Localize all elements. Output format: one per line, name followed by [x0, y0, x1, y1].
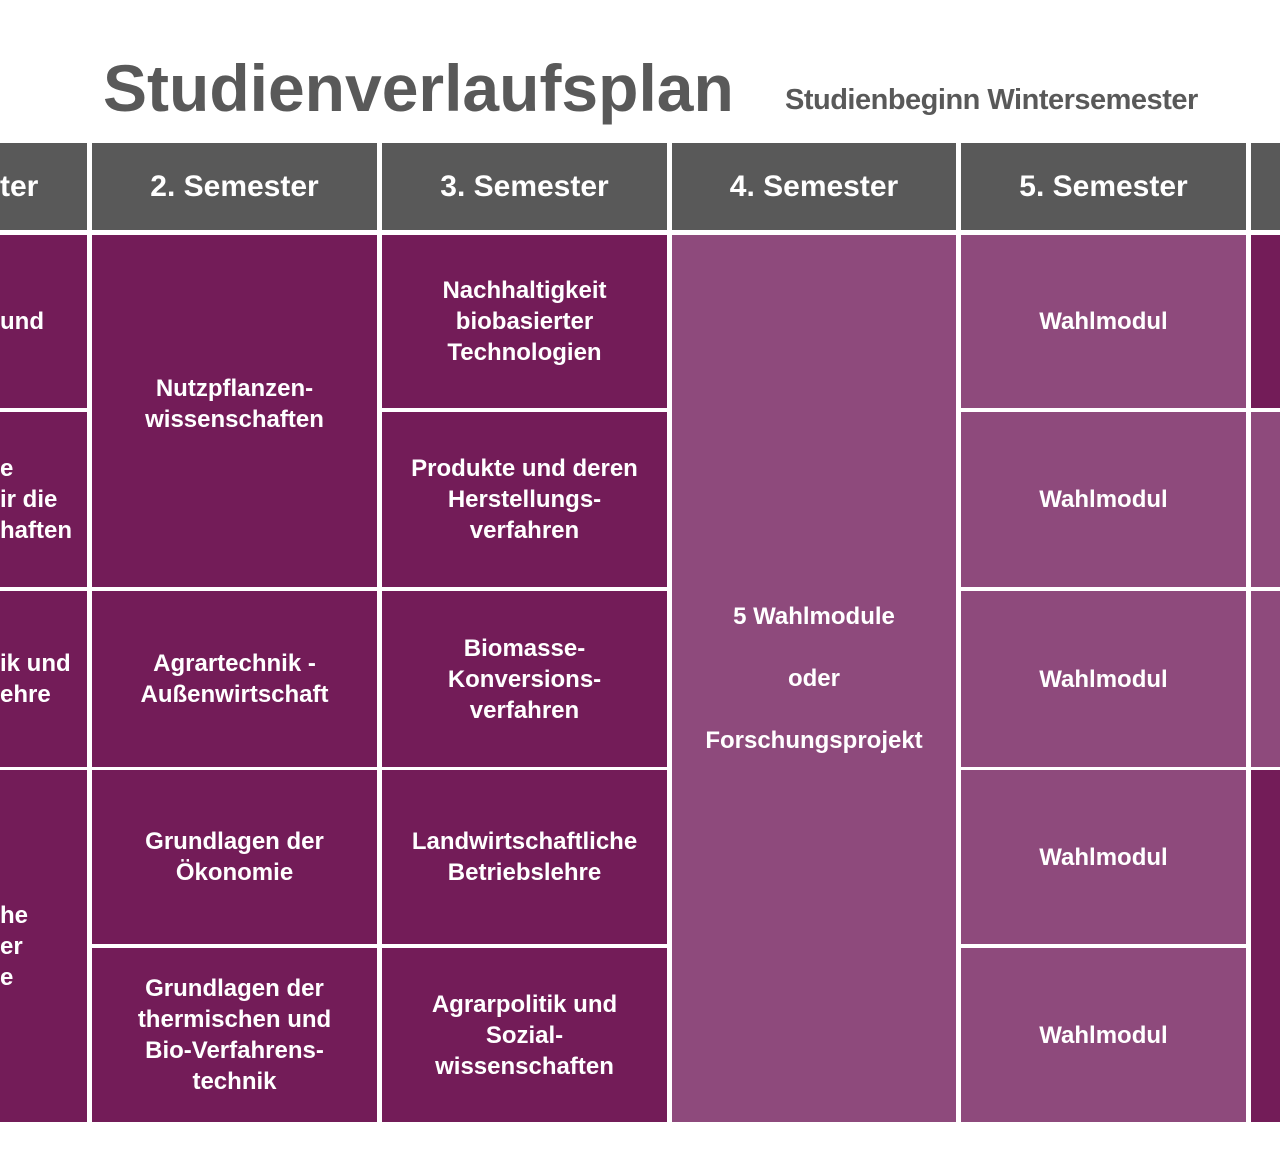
module-cell: und	[0, 235, 87, 408]
module-wahlmodul: Wahlmodul	[961, 412, 1246, 587]
module-nutzpflanzenwissenschaften: Nutzpflanzen- wissenschaften	[92, 235, 377, 587]
page-subtitle: Studienbeginn Wintersemester	[785, 84, 1198, 116]
module-wahlmodule-oder-forschungsprojekt: 5 Wahlmodule oder Forschungsprojekt	[672, 235, 956, 1122]
module-nachhaltigkeit: Nachhaltigkeit biobasierter Technologien	[382, 235, 667, 408]
header-semester-6	[1251, 143, 1280, 230]
module-cell	[1251, 235, 1280, 408]
module-cell: he er e	[0, 770, 87, 1122]
module-wahlmodul: Wahlmodul	[961, 235, 1246, 408]
module-cell	[1251, 770, 1280, 1122]
header-semester-2: 2. Semester	[92, 143, 377, 230]
header-semester-1: ter	[0, 143, 87, 230]
module-cell: e ir die haften	[0, 412, 87, 587]
module-produkte: Produkte und deren Herstellungs- verfahr…	[382, 412, 667, 587]
page-title: Studienverlaufsplan	[103, 51, 734, 125]
module-agrarpolitik: Agrarpolitik und Sozial- wissenschaften	[382, 948, 667, 1122]
module-wahlmodul: Wahlmodul	[961, 770, 1246, 944]
module-agrartechnik: Agrartechnik - Außenwirtschaft	[92, 591, 377, 767]
module-cell	[1251, 591, 1280, 767]
header-semester-3: 3. Semester	[382, 143, 667, 230]
module-betriebslehre: Landwirtschaftliche Betriebslehre	[382, 770, 667, 944]
module-wahlmodul: Wahlmodul	[961, 591, 1246, 767]
header-semester-5: 5. Semester	[961, 143, 1246, 230]
module-biomasse: Biomasse- Konversions- verfahren	[382, 591, 667, 767]
module-grundlagen-oekonomie: Grundlagen der Ökonomie	[92, 770, 377, 944]
module-wahlmodul: Wahlmodul	[961, 948, 1246, 1122]
module-verfahrenstechnik: Grundlagen der thermischen und Bio-Verfa…	[92, 948, 377, 1122]
module-cell	[1251, 412, 1280, 587]
module-cell: ik und ehre	[0, 591, 87, 767]
header-semester-4: 4. Semester	[672, 143, 956, 230]
